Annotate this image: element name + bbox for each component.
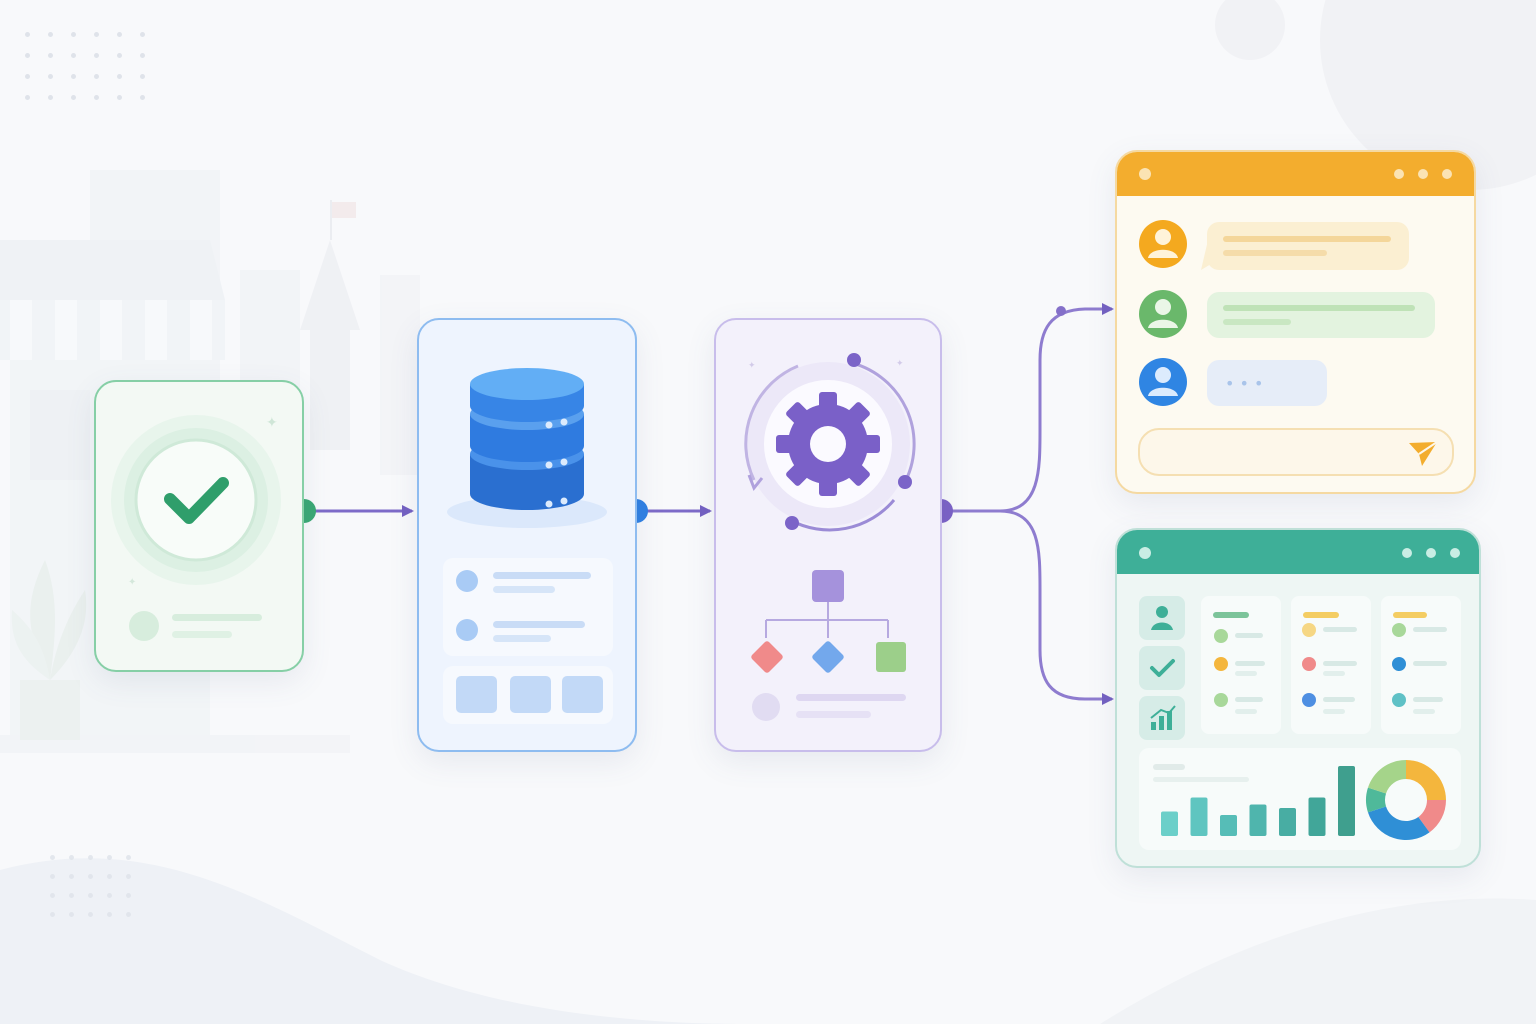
typing-indicator: • • •: [1225, 374, 1263, 393]
svg-text:✦: ✦: [266, 415, 278, 431]
dashboard-bar: [1279, 808, 1296, 836]
avatar-green: [1139, 290, 1187, 338]
window-control-dot[interactable]: [1418, 169, 1428, 179]
window-status-dot: [1139, 547, 1151, 559]
dashboard-bar: [1161, 811, 1178, 836]
avatar-orange: [1139, 220, 1187, 268]
chat-window: • • •: [1115, 150, 1476, 494]
dashboard-bar: [1190, 797, 1208, 836]
svg-text:✦: ✦: [896, 359, 904, 369]
message-input: [1138, 428, 1454, 476]
window-control-dot[interactable]: [1450, 548, 1460, 558]
dashboard-bar: [1249, 804, 1267, 836]
dashboard-bar: [1308, 797, 1326, 836]
donut-segment: [1367, 806, 1430, 840]
processing-card: ✦ ✦: [714, 318, 942, 752]
chat-window-titlebar: [1117, 152, 1474, 196]
donut-segment: [1366, 787, 1387, 813]
dashboard-bar: [1220, 815, 1237, 836]
dashboard-window-titlebar: [1117, 530, 1479, 574]
send-icon: [1409, 441, 1438, 466]
bar-chart-icon: [1150, 705, 1176, 730]
dot-pattern-bottom-left: [50, 855, 131, 917]
stat-panel-2: [1291, 596, 1371, 734]
data-storage-card: [417, 318, 637, 752]
check-icon: [1150, 659, 1175, 677]
flowchart-icon: [751, 570, 906, 673]
connector-validation-to-storage: [292, 499, 414, 523]
window-control-dot[interactable]: [1442, 169, 1452, 179]
dashboard-bar: [1338, 766, 1355, 836]
window-control-dot[interactable]: [1402, 548, 1412, 558]
window-control-dot[interactable]: [1394, 169, 1404, 179]
dot-pattern-top-left: [25, 32, 145, 100]
check-icon: [164, 477, 229, 524]
stat-panel-1: [1201, 596, 1281, 734]
donut-segment: [1418, 800, 1446, 833]
bar-chart: [1161, 766, 1355, 836]
window-status-dot: [1139, 168, 1151, 180]
database-icon: [470, 368, 584, 510]
donut-chart: [1366, 760, 1446, 840]
stat-panel-3: [1381, 596, 1461, 734]
donut-segment: [1367, 760, 1406, 794]
connector-processing-to-outputs: [929, 303, 1114, 705]
user-icon: [1151, 606, 1173, 630]
svg-text:✦: ✦: [128, 577, 136, 588]
dashboard-window: [1115, 528, 1481, 868]
window-control-dot[interactable]: [1426, 548, 1436, 558]
validation-card: ✦ ✦: [94, 380, 304, 672]
gear-icon: [776, 392, 880, 496]
donut-segment: [1406, 760, 1446, 800]
avatar-blue: [1139, 358, 1187, 406]
svg-text:✦: ✦: [748, 361, 756, 371]
